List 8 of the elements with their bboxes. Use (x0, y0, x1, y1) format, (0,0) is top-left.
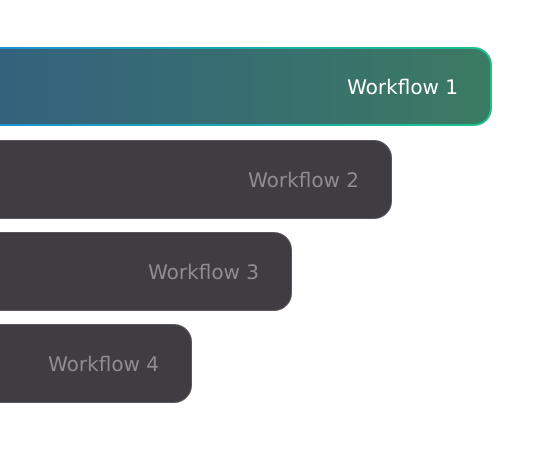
workflow-bar (0, 232, 292, 311)
bar-label: Workflow 2 (248, 168, 359, 192)
bar-label: Workflow 1 (347, 74, 458, 98)
bar-label: Workflow 3 (148, 260, 259, 284)
workflow-bar (0, 140, 392, 219)
workflow-bar (0, 324, 192, 403)
workflow-bar (0, 47, 492, 126)
bar-label: Workflow 4 (48, 352, 159, 376)
